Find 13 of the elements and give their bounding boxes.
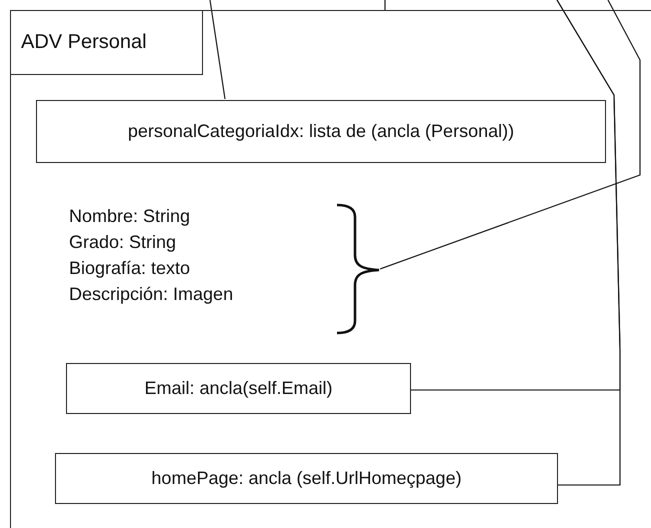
leader-line <box>556 0 621 486</box>
attribute-text: Descripción: Imagen <box>69 283 234 306</box>
attribute-text: Grado: String <box>69 231 178 254</box>
frame <box>10 10 651 528</box>
attribute-text: Biografía: texto <box>69 257 192 280</box>
attribute-text: Nombre: String <box>69 205 192 228</box>
attribute-box: homePage: ancla (self.UrlHomeçpage) <box>55 453 558 504</box>
section-tab: ADV Personal <box>11 11 203 75</box>
attribute-box: personalCategoriaIdx: lista de (ancla (Personal)) <box>36 100 606 163</box>
leader-line <box>380 0 641 270</box>
leader-line <box>384 0 386 10</box>
leader-line <box>209 0 226 100</box>
attribute-box: Email: ancla(self.Email) <box>66 363 411 414</box>
